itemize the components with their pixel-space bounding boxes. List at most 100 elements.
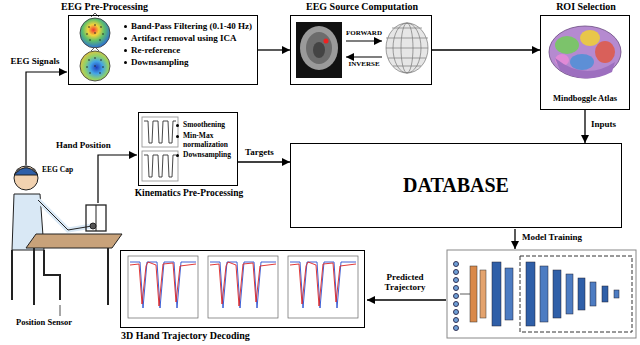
box-text: Mindboggle Atlas bbox=[541, 94, 629, 104]
head-mesh bbox=[386, 38, 428, 39]
process-box: EEG Source Computation bbox=[290, 15, 432, 85]
bullet-text: Smoothening bbox=[183, 121, 237, 130]
network-model bbox=[454, 302, 459, 307]
kinematics-plot bbox=[144, 155, 176, 177]
signal-arrow bbox=[26, 72, 67, 165]
network-model bbox=[520, 256, 632, 332]
person-figure bbox=[14, 168, 38, 176]
topo-map bbox=[80, 18, 110, 48]
network-model bbox=[447, 250, 636, 338]
person-figure bbox=[107, 248, 109, 305]
bullet-dot bbox=[176, 124, 179, 127]
edge-label: Inputs bbox=[591, 119, 631, 129]
person-figure bbox=[38, 200, 92, 230]
person-figure bbox=[90, 223, 96, 229]
person-figure bbox=[60, 305, 61, 316]
brain-atlas bbox=[595, 41, 615, 63]
network-model bbox=[454, 294, 459, 299]
box-text: DATABASE bbox=[403, 174, 509, 197]
mri-image bbox=[306, 32, 332, 64]
kinematics-plot bbox=[144, 121, 176, 143]
topo-map bbox=[86, 66, 88, 68]
network-model bbox=[454, 262, 459, 267]
box-heading: 3D Hand Trajectory Decoding bbox=[121, 330, 341, 342]
brain-atlas bbox=[570, 54, 594, 70]
kinematics-plot bbox=[142, 117, 178, 147]
kinematics-plot bbox=[142, 117, 178, 181]
topo-map bbox=[100, 26, 102, 28]
topo-map bbox=[91, 47, 99, 51]
topo-map bbox=[102, 66, 104, 68]
topo-map bbox=[99, 72, 101, 74]
network-model bbox=[454, 326, 459, 331]
network-model bbox=[590, 282, 596, 306]
brain-atlas bbox=[555, 36, 579, 54]
head-mesh bbox=[386, 48, 428, 49]
topo-map bbox=[80, 51, 110, 81]
network-model bbox=[454, 278, 459, 283]
arrow-label: Model Training bbox=[522, 232, 602, 242]
mri-image bbox=[324, 39, 329, 44]
topo-map bbox=[88, 26, 90, 28]
flow-arrow bbox=[514, 229, 515, 249]
network-model bbox=[578, 278, 585, 310]
mri-image bbox=[313, 42, 325, 58]
network-model bbox=[454, 286, 459, 291]
topo-map bbox=[80, 13, 110, 81]
box-heading: Kinematics Pre-Processing bbox=[125, 188, 253, 199]
topo-map bbox=[89, 39, 91, 41]
bullet-dot bbox=[176, 135, 179, 138]
person-figure bbox=[17, 169, 19, 171]
flow-arrow bbox=[258, 49, 290, 50]
person-figure bbox=[25, 166, 27, 168]
head-mesh bbox=[386, 23, 428, 73]
topo-map bbox=[86, 24, 104, 74]
network-model bbox=[454, 262, 459, 331]
topo-map bbox=[94, 24, 96, 26]
topo-map bbox=[89, 72, 91, 74]
model-arrow bbox=[346, 56, 382, 57]
part-label: EEG Cap bbox=[42, 166, 82, 175]
head-mesh bbox=[392, 28, 422, 29]
network-model bbox=[454, 310, 459, 315]
topo-map bbox=[99, 39, 101, 41]
trajectory-plot bbox=[128, 256, 198, 318]
network-model bbox=[447, 250, 636, 338]
model-arrow bbox=[346, 41, 382, 57]
network-model bbox=[454, 270, 459, 275]
bullet-dot bbox=[124, 25, 127, 28]
bullet-text: Artifact removal using ICA bbox=[131, 33, 255, 43]
person-figure bbox=[12, 250, 60, 300]
topo-map bbox=[100, 59, 102, 61]
network-model bbox=[614, 290, 619, 298]
head-mesh bbox=[388, 58, 426, 59]
trajectory-plot bbox=[208, 256, 278, 318]
flow-arrow bbox=[238, 161, 290, 162]
network-model bbox=[480, 270, 486, 318]
kinematics-plot bbox=[142, 151, 178, 181]
network-model bbox=[553, 270, 561, 318]
edge-label: Targets bbox=[245, 147, 285, 157]
mri-image bbox=[296, 22, 342, 78]
box-heading: EEG Pre-Processing bbox=[61, 1, 191, 13]
box-heading: EEG Source Computation bbox=[286, 1, 438, 13]
topo-map bbox=[94, 32, 96, 34]
bullet-text: Downsampling bbox=[183, 151, 237, 160]
arrow-label: INVERSE bbox=[342, 60, 386, 68]
flow-arrow bbox=[584, 110, 585, 143]
bullet-text: Band-Pass Filtering (0.1-40 Hz) bbox=[131, 21, 255, 31]
bullet-dot bbox=[176, 154, 179, 157]
network-model bbox=[602, 286, 608, 302]
head-mesh bbox=[393, 66, 421, 67]
flow-arrow bbox=[367, 299, 446, 300]
brain-atlas bbox=[549, 26, 621, 78]
brain-atlas bbox=[555, 58, 615, 79]
trajectory-plot bbox=[128, 256, 198, 318]
arrow-label: Predicted Trajectory bbox=[370, 272, 440, 293]
process-box: EEG Pre-ProcessingBand-Pass Filtering (0… bbox=[68, 15, 258, 85]
person-figure bbox=[33, 248, 35, 305]
process-box: 3D Hand Trajectory Decoding bbox=[120, 250, 365, 328]
